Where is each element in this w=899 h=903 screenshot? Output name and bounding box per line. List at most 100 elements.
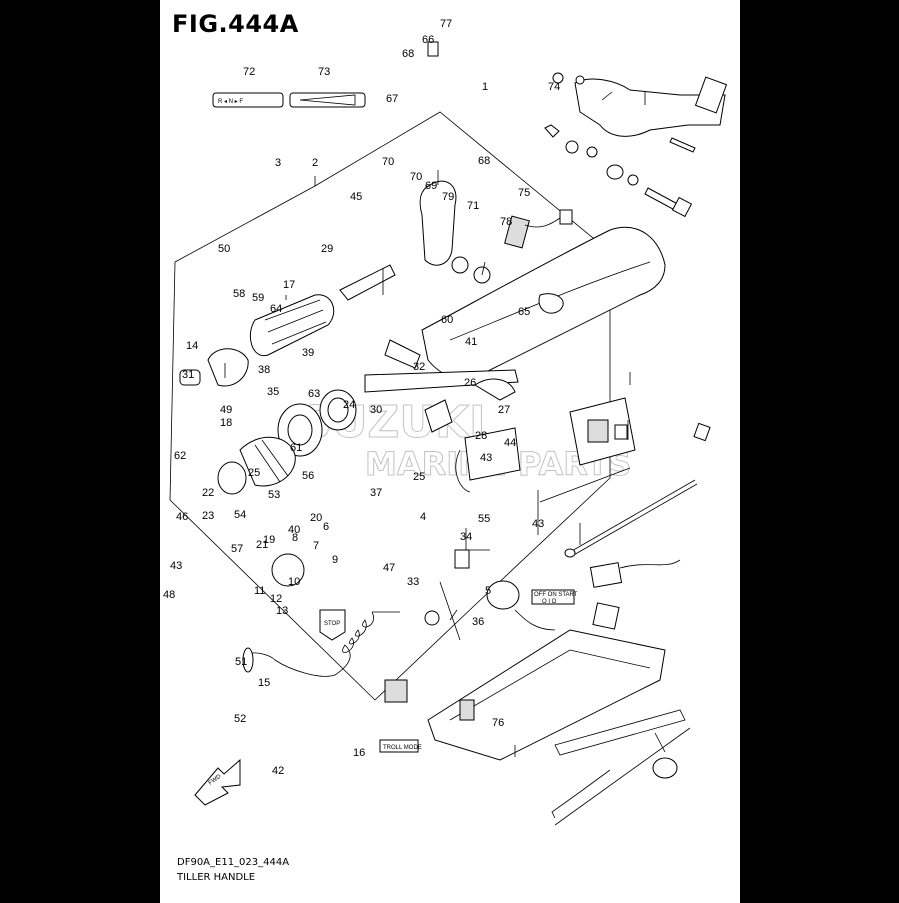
plate-36 — [592, 602, 620, 630]
callout-10: 10 — [288, 576, 300, 588]
throttle-shaft — [277, 339, 519, 457]
callout-54: 54 — [234, 509, 246, 521]
callout-6: 6 — [323, 521, 329, 533]
callout-26: 26 — [464, 377, 476, 389]
seal-12 — [424, 610, 440, 626]
shift-lever — [419, 180, 491, 284]
callout-36: 36 — [472, 616, 484, 628]
callout-69: 69 — [425, 180, 437, 192]
main-switch — [454, 549, 556, 631]
callout-33: 33 — [407, 576, 419, 588]
callout-24: 24 — [343, 399, 355, 411]
callout-50: 50 — [218, 243, 230, 255]
stop-switch-13 — [271, 553, 305, 587]
callout-43: 43 — [480, 452, 492, 464]
washers-79-71 — [544, 72, 696, 186]
callout-16: 16 — [353, 747, 365, 759]
callout-2: 2 — [312, 157, 318, 169]
callout-21: 21 — [256, 539, 268, 551]
callout-35: 35 — [267, 386, 279, 398]
callout-4: 4 — [420, 511, 426, 523]
shift-cable — [539, 467, 698, 558]
callout-77: 77 — [440, 18, 452, 30]
figure-code: DF90A_E11_023_444A — [177, 857, 290, 868]
switch-plate-label: OFF ON START — [534, 592, 578, 598]
callout-22: 22 — [202, 487, 214, 499]
callout-7: 7 — [313, 540, 319, 552]
callout-39: 39 — [302, 347, 314, 359]
stop-clip-label: STOP — [324, 621, 340, 627]
figure-title: FIG.444A — [172, 10, 299, 38]
callout-74: 74 — [548, 81, 560, 93]
figure-caption: TILLER HANDLE — [177, 872, 256, 883]
callout-15: 15 — [258, 677, 270, 689]
callout-13: 13 — [276, 605, 288, 617]
callout-45: 45 — [350, 191, 362, 203]
callout-52: 52 — [234, 713, 246, 725]
harness-connector — [589, 559, 681, 588]
callout-75: 75 — [518, 187, 530, 199]
callout-46: 46 — [176, 511, 188, 523]
callout-11: 11 — [254, 585, 265, 597]
callout-56: 56 — [302, 470, 314, 482]
callout-38: 38 — [258, 364, 270, 376]
bracket-assembly — [427, 41, 728, 137]
callout-31: 31 — [182, 369, 194, 381]
assembly-frame — [169, 111, 611, 701]
callout-27: 27 — [498, 404, 510, 416]
callout-61: 61 — [290, 442, 302, 454]
steering-link — [551, 709, 691, 826]
callout-25: 25 — [248, 467, 260, 479]
callout-14: 14 — [186, 340, 198, 352]
callout-3: 3 — [275, 157, 281, 169]
callout-34: 34 — [460, 531, 472, 543]
callout-51: 51 — [235, 656, 247, 668]
callout-8: 8 — [292, 532, 298, 544]
callout-48: 48 — [163, 589, 175, 601]
callout-60: 60 — [441, 314, 453, 326]
callout-78: 78 — [500, 216, 512, 228]
callout-63: 63 — [308, 388, 320, 400]
callout-19: 19 — [263, 534, 275, 546]
callout-49: 49 — [220, 404, 232, 416]
callout-62: 62 — [174, 450, 186, 462]
callout-59: 59 — [252, 292, 264, 304]
switch-plate-symbols: O I O — [542, 599, 557, 605]
stop-clip: STOP — [319, 609, 346, 641]
callout-43: 43 — [170, 560, 182, 572]
callout-40: 40 — [288, 524, 300, 536]
callout-30: 30 — [370, 404, 382, 416]
tiller-handle-body — [421, 226, 666, 380]
callout-70: 70 — [410, 171, 422, 183]
callout-66: 66 — [422, 34, 434, 46]
callout-58: 58 — [233, 288, 245, 300]
callout-5: 5 — [485, 585, 491, 597]
callout-28: 28 — [475, 430, 487, 442]
twist-grip — [217, 436, 296, 495]
callout-55: 55 — [478, 513, 490, 525]
callout-53: 53 — [268, 489, 280, 501]
callout-70: 70 — [382, 156, 394, 168]
callout-41: 41 — [465, 336, 477, 348]
switch-45 — [504, 209, 573, 249]
friction-assembly — [455, 378, 521, 493]
callout-12: 12 — [270, 593, 282, 605]
callout-72: 72 — [243, 66, 255, 78]
callout-23: 23 — [202, 510, 214, 522]
switch-plate: OFF ON START O I O — [531, 589, 578, 605]
callout-17: 17 — [283, 279, 295, 291]
exploded-view-drawing: SUZUKI MARINE PARTS — [163, 18, 728, 826]
callout-44: 44 — [504, 437, 516, 449]
callout-32: 32 — [413, 361, 425, 373]
callout-73: 73 — [318, 66, 330, 78]
callout-68: 68 — [402, 48, 414, 60]
callout-37: 37 — [370, 487, 382, 499]
callout-29: 29 — [321, 243, 333, 255]
bolt-78 — [644, 187, 693, 218]
throttle-grip — [179, 264, 396, 387]
callout-20: 20 — [310, 512, 322, 524]
leader-lines — [224, 91, 666, 757]
troll-label: TROLL MODE — [383, 745, 422, 751]
shift-indicator-inset: R ◂ N ▸ F — [212, 92, 366, 108]
